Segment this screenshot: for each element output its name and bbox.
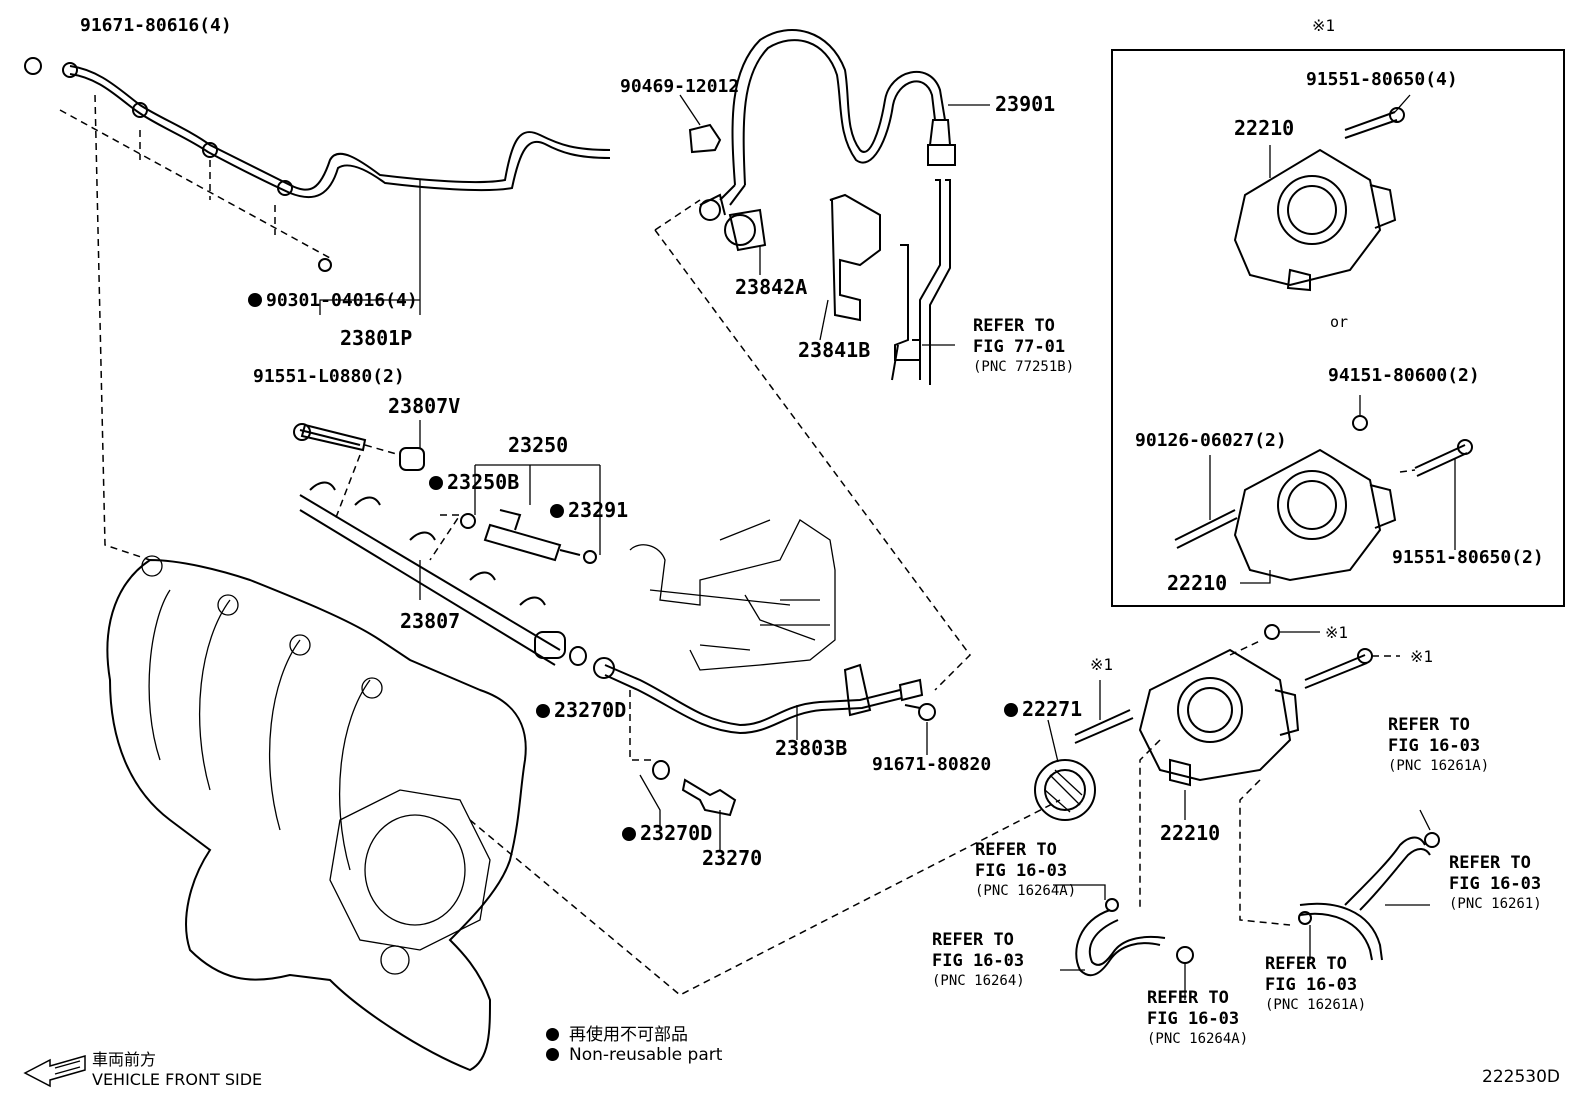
vehicle-front-side-label: 車両前方 VEHICLE FRONT SIDE (92, 1050, 263, 1089)
label-91551-80650-2: 91551-80650(2) (1392, 547, 1544, 568)
injector-23250 (483, 509, 581, 562)
non-reusable-icon (546, 1028, 559, 1041)
ref-fig-77-01: REFER TO FIG 77-01 (PNC 77251B) (973, 316, 1075, 375)
bolt-91551-L0880 (293, 423, 367, 452)
label-23807V: 23807V (388, 394, 461, 418)
label-90469-12012: 90469-12012 (620, 76, 740, 97)
label-23250B: 23250B (429, 472, 519, 492)
bracket-23841B (829, 193, 881, 322)
bolt-mark (1304, 648, 1373, 689)
label-91671-80820: 91671-80820 (872, 754, 992, 775)
label-23270D-b: 23270D (622, 823, 712, 843)
bolt-91671-80820 (904, 703, 936, 721)
label-91551-80650-4: 91551-80650(4) (1306, 69, 1458, 90)
ref-fig-16-03-16264A-bottom: REFER TO FIG 16-03 (PNC 16264A) (1147, 988, 1249, 1047)
label-23841B: 23841B (798, 338, 871, 362)
gasket-23270D-a (569, 646, 587, 666)
mark-1-c: ※1 (1410, 647, 1434, 666)
delivery-pipe-23807 (299, 481, 566, 666)
hose-16264 (1075, 898, 1194, 977)
ref-fig-16-03-16264A-left: REFER TO FIG 16-03 (PNC 16264A) (975, 840, 1077, 899)
alternative-parts-box (1111, 49, 1565, 607)
label-or: or (1330, 313, 1349, 331)
clamp-90469-12012 (688, 123, 722, 154)
label-23807: 23807 (400, 609, 461, 633)
label-22210-bottom: 22210 (1167, 571, 1228, 595)
intake-manifold (106, 555, 527, 1072)
label-91551-L0880: 91551-L0880(2) (253, 366, 405, 387)
non-reusable-icon (622, 827, 636, 841)
ref-fig-16-03-16261A-bottom: REFER TO FIG 16-03 (PNC 16261A) (1265, 954, 1367, 1013)
non-reusable-icon (550, 504, 564, 518)
gasket-22271 (1034, 759, 1096, 821)
throttle-body-22210 (1138, 648, 1300, 787)
ref-fig-16-03-16264: REFER TO FIG 16-03 (PNC 16264) (932, 930, 1025, 989)
o-ring-23250B (460, 513, 476, 529)
sensor-23270 (681, 778, 737, 817)
box-mark-title: ※1 (1312, 16, 1336, 35)
stud-bolt-main (1074, 709, 1134, 744)
label-23270: 23270 (702, 846, 763, 870)
label-91671-80616: 91671-80616(4) (80, 15, 232, 36)
legend-jp: 再使用不可部品 (546, 1020, 688, 1045)
throttle-body-bottom (1233, 448, 1397, 582)
nut-mark (1264, 624, 1280, 640)
non-reusable-icon (536, 704, 550, 718)
stud-90126 (1174, 509, 1238, 549)
hose-23901 (719, 29, 956, 206)
label-23842A: 23842A (735, 275, 808, 299)
non-reusable-icon (1004, 703, 1018, 717)
ref-fig-16-03-16261: REFER TO FIG 16-03 (PNC 16261) (1449, 853, 1542, 912)
label-22271: 22271 (1004, 699, 1082, 719)
label-23803B: 23803B (775, 736, 848, 760)
non-reusable-icon (546, 1048, 559, 1061)
engine-block (629, 519, 836, 671)
vsv-23842A (699, 193, 767, 252)
figure-id: 222530D (1482, 1067, 1560, 1087)
throttle-body-top (1233, 148, 1397, 292)
fuel-tube-23801P (24, 57, 611, 272)
o-ring-23291 (583, 550, 597, 564)
label-22210-main: 22210 (1160, 821, 1221, 845)
bolt-box-top (1344, 107, 1405, 139)
label-22210-top: 22210 (1234, 116, 1295, 140)
bolt-91551-box (1414, 439, 1473, 477)
gasket-23270D-b (652, 760, 670, 780)
legend-en: Non-reusable part (546, 1045, 722, 1065)
label-23901: 23901 (995, 92, 1056, 116)
spacer-23807V (399, 447, 425, 471)
mark-1-a: ※1 (1090, 655, 1114, 674)
label-23291: 23291 (550, 500, 628, 520)
label-23250: 23250 (508, 433, 569, 457)
label-90301-04016: 90301-04016(4) (248, 291, 418, 311)
nut-94151 (1352, 415, 1368, 431)
non-reusable-icon (248, 293, 262, 307)
mark-1-b: ※1 (1325, 623, 1349, 642)
tube-23803B (593, 657, 924, 735)
front-arrow-icon (23, 1055, 86, 1088)
ref-fig-16-03-16261A-top: REFER TO FIG 16-03 (PNC 16261A) (1388, 715, 1490, 774)
label-23801P: 23801P (340, 326, 413, 350)
label-90126-06027: 90126-06027(2) (1135, 430, 1287, 451)
label-94151-80600: 94151-80600(2) (1328, 365, 1480, 386)
hose-16261 (1298, 832, 1440, 961)
vacuum-hose (891, 179, 951, 385)
label-23270D-a: 23270D (536, 700, 626, 720)
non-reusable-icon (429, 476, 443, 490)
